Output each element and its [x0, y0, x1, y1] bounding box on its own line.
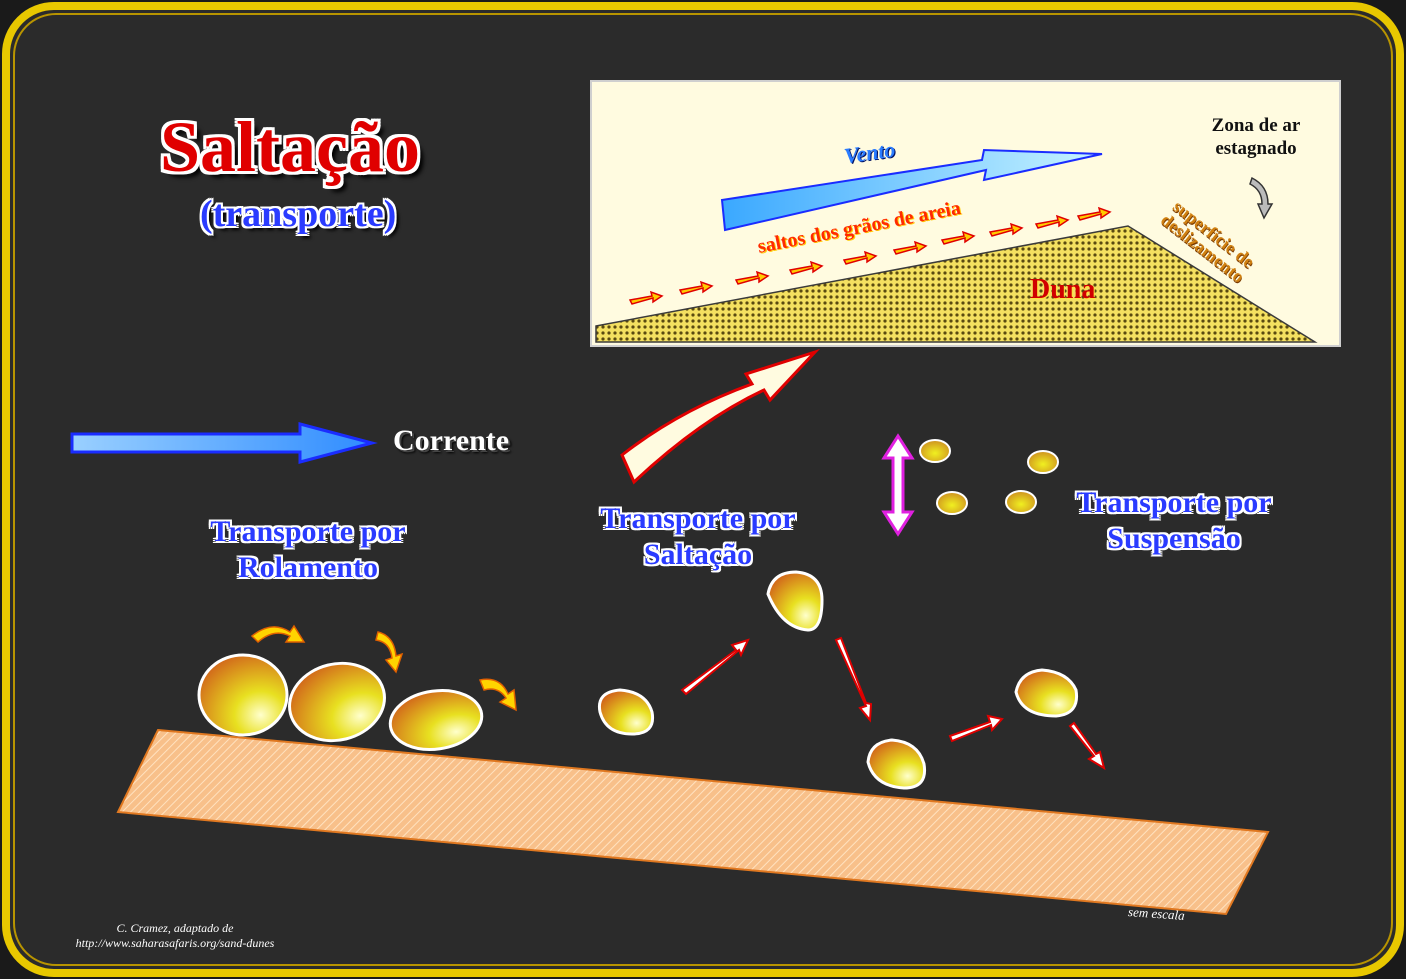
- grain-suspension-2: [1027, 450, 1059, 474]
- rolling-label-line1: Transporte por: [210, 515, 406, 548]
- saltation-to-inset-arrow: [620, 348, 821, 485]
- grain-saltation-1: [597, 688, 655, 736]
- grain-rolling-2: [288, 661, 386, 743]
- suspension-double-arrow: [881, 433, 915, 537]
- rolling-label: Transporte por Rolamento: [200, 514, 416, 586]
- stagnant-air-arrow: [1249, 176, 1274, 220]
- stagnant-air-line1: Zona de ar: [1211, 115, 1301, 136]
- inner-frame-line: [13, 13, 1393, 966]
- dune-body: [595, 225, 1318, 343]
- grain-jump-arrows: [628, 206, 1112, 305]
- credit-line1: C. Cramez, adaptado de: [116, 921, 234, 935]
- saltation-label: Transporte por Saltação: [590, 501, 806, 573]
- current-label: Corrente: [393, 424, 510, 457]
- grain-suspension-1: [919, 439, 951, 463]
- grain-suspension-4: [1005, 490, 1037, 514]
- grain-saltation-4: [1014, 668, 1079, 718]
- diagram-subtitle: (transporte): [200, 193, 397, 235]
- suspension-label: Transporte por Suspensão: [1066, 485, 1282, 557]
- ground-slab: [116, 728, 1270, 916]
- current-arrow: [70, 422, 378, 464]
- dune-inset: [590, 80, 1341, 347]
- dune-label: Duna: [1030, 274, 1096, 305]
- credit-note: C. Cramez, adaptado de http://www.sahara…: [50, 921, 300, 951]
- grain-rolling-3: [388, 689, 484, 751]
- saltation-label-line2: Saltação: [643, 538, 753, 571]
- grain-saltation-3: [866, 738, 927, 790]
- wind-arrow: [720, 148, 1103, 232]
- rolling-label-line2: Rolamento: [238, 551, 378, 584]
- grain-rolling-1: [197, 653, 289, 737]
- suspension-label-line2: Suspensão: [1107, 522, 1241, 555]
- suspension-label-line1: Transporte por: [1076, 486, 1272, 519]
- saltation-label-line1: Transporte por: [600, 502, 796, 535]
- stagnant-air-line2: estagnado: [1215, 138, 1297, 159]
- diagram-title: Saltação: [160, 107, 420, 187]
- credit-line2: http://www.saharasafaris.org/sand-dunes: [75, 936, 275, 950]
- grain-saltation-2: [766, 570, 824, 632]
- grain-suspension-3: [936, 491, 968, 515]
- stagnant-air-label: Zona de ar estagnado: [1195, 114, 1317, 160]
- rolling-arrows: [250, 624, 517, 712]
- saltation-path-arrows: [680, 636, 1106, 771]
